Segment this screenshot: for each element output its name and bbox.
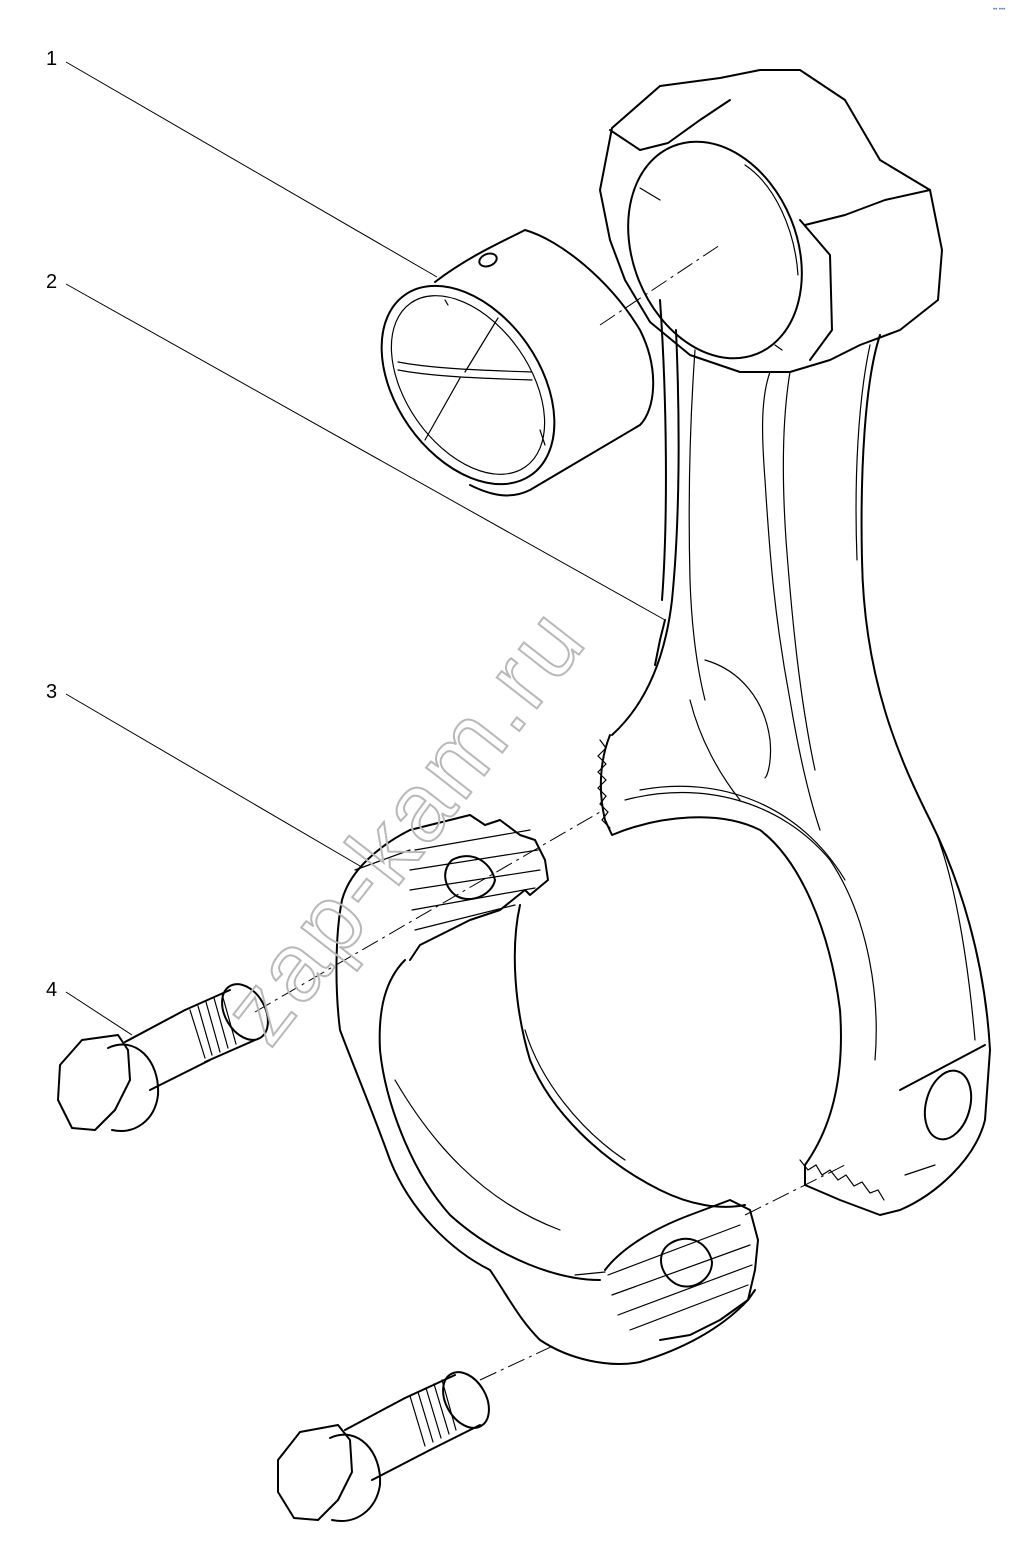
callout-3: 3 [46, 681, 361, 867]
centerlines [254, 244, 846, 1381]
bolt-lower [277, 1371, 490, 1522]
callout-number-2: 2 [46, 271, 57, 293]
bolt-upper [57, 983, 269, 1132]
connecting-rod [597, 69, 991, 1216]
rod-cap [335, 814, 759, 1365]
callout-number-4: 4 [46, 979, 57, 1001]
watermark-text: zap-kam.ru [202, 587, 607, 1063]
bushing [380, 229, 655, 497]
callout-2: 2 [46, 271, 666, 621]
callout-number-3: 3 [46, 681, 57, 703]
callout-1: 1 [46, 48, 438, 278]
callout-4: 4 [46, 979, 133, 1036]
corner-mark: •• ••• [993, 7, 1005, 13]
callout-number-1: 1 [46, 48, 57, 70]
